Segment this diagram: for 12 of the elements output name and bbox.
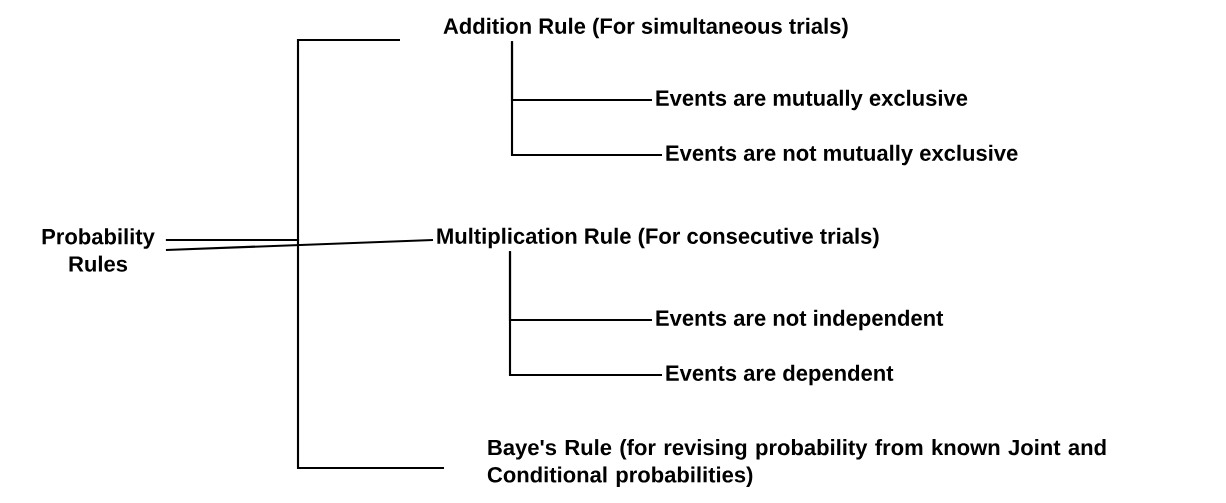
connector-line <box>510 41 662 157</box>
root-label: Probability Rules <box>42 228 155 272</box>
leaf-label: Events are not mutually exclusive <box>666 144 1018 166</box>
leaf-label: Events are not independent <box>656 309 944 331</box>
leaf-label: Events are mutually exclusive <box>656 89 968 111</box>
connector-line <box>508 251 662 377</box>
leaf-label: Events are dependent <box>666 364 894 386</box>
branch-label: Addition Rule (For simultaneous trials) <box>443 17 848 39</box>
branch-label: Multiplication Rule (For consecutive trials) <box>437 227 879 249</box>
branch-label: Baye's Rule (for revising probability from known Joint and Conditional probabilities) <box>487 439 1106 487</box>
connector-line <box>165 238 434 252</box>
connector-line <box>165 238 444 470</box>
